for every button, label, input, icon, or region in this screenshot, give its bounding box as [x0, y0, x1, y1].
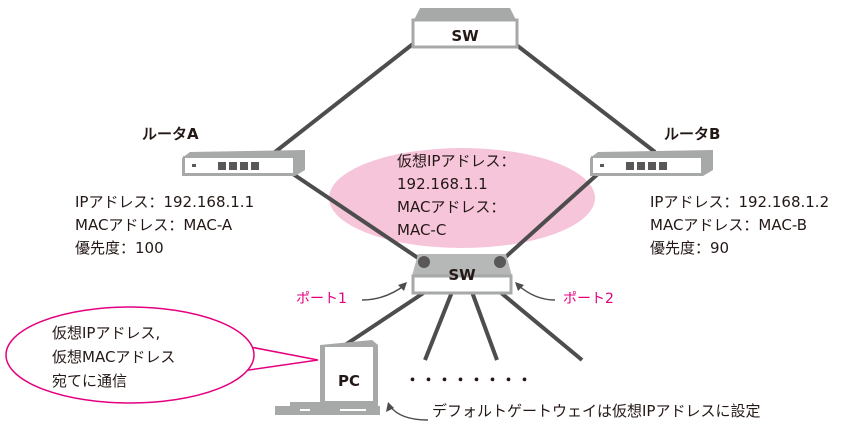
- router-b-icon: [590, 150, 713, 176]
- virtual-ip-label: 仮想IPアドレス：: [397, 152, 515, 170]
- virtual-router-ellipse: [329, 148, 595, 248]
- port1-label: ポート1: [296, 291, 347, 307]
- pc-icon: [275, 340, 380, 415]
- switch-bottom: SW: [411, 254, 513, 295]
- bubble-line2: 仮想MACアドレス: [52, 348, 175, 366]
- router-b-name: ルータB: [664, 125, 720, 143]
- gateway-note: デフォルトゲートウェイは仮想IPアドレスに設定: [432, 402, 760, 420]
- router-b-mac: MACアドレス：MAC-B: [650, 216, 807, 234]
- port2-label: ポート2: [563, 291, 614, 307]
- virtual-ip-value: 192.168.1.1: [397, 175, 488, 193]
- switch-top: SW: [411, 8, 519, 49]
- more-hosts-dots: ・・・・・・・・: [405, 371, 533, 389]
- router-a-icon: [182, 150, 305, 176]
- router-b-priority: 優先度：90: [650, 239, 729, 257]
- router-a-ip: IPアドレス：192.168.1.1: [75, 193, 254, 211]
- switch-bottom-label: SW: [448, 266, 476, 284]
- router-a-priority: 優先度：100: [75, 239, 164, 257]
- virtual-mac-value: MAC-C: [397, 221, 446, 239]
- port1-arrow: [361, 284, 406, 301]
- bubble-line3: 宛てに通信: [52, 372, 127, 390]
- links: [273, 38, 657, 362]
- router-a-name: ルータA: [142, 125, 199, 143]
- port2-arrow: [517, 284, 556, 301]
- bubble-line1: 仮想IPアドレス,: [52, 324, 160, 342]
- pc-label: PC: [338, 372, 360, 390]
- gateway-arrow: [389, 405, 429, 421]
- switch-top-label: SW: [451, 27, 479, 45]
- speech-bubble: [5, 306, 319, 404]
- virtual-mac-label: MACアドレス：: [397, 198, 505, 216]
- router-b-ip: IPアドレス：192.168.1.2: [650, 193, 829, 211]
- router-a-mac: MACアドレス：MAC-A: [75, 216, 233, 234]
